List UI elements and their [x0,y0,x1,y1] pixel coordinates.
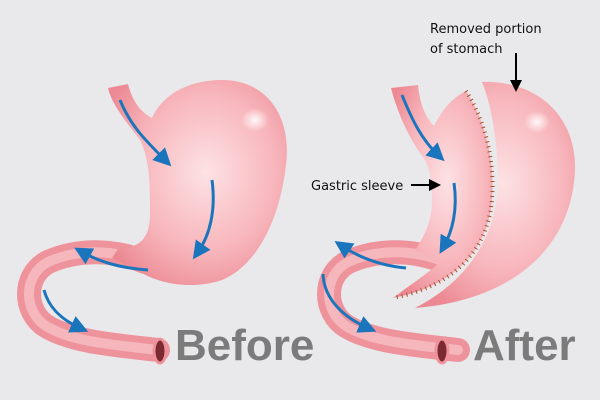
gastric-sleeve [391,85,493,298]
after-stomach [317,81,575,365]
flow-arrow [334,241,407,270]
flow-arrow [439,182,457,254]
flow-arrow [400,94,445,162]
gastric-sleeve-label: Gastric sleeve [311,179,403,194]
before-stomach [17,80,287,365]
after-tube-opening [434,337,450,365]
before-stomach-body [108,80,287,286]
removed-portion-label-line1: Removed portion [430,22,542,37]
removed-portion-label-line2: of stomach [430,42,503,57]
flow-arrow [74,247,149,272]
before-tube-opening [152,337,168,365]
flow-arrow [42,289,89,333]
after-caption: After [473,321,576,370]
before-caption: Before [175,321,314,370]
flow-arrow [118,99,172,167]
removed-portion [415,81,575,308]
flow-arrow [321,273,377,333]
flow-arrow [192,179,215,260]
